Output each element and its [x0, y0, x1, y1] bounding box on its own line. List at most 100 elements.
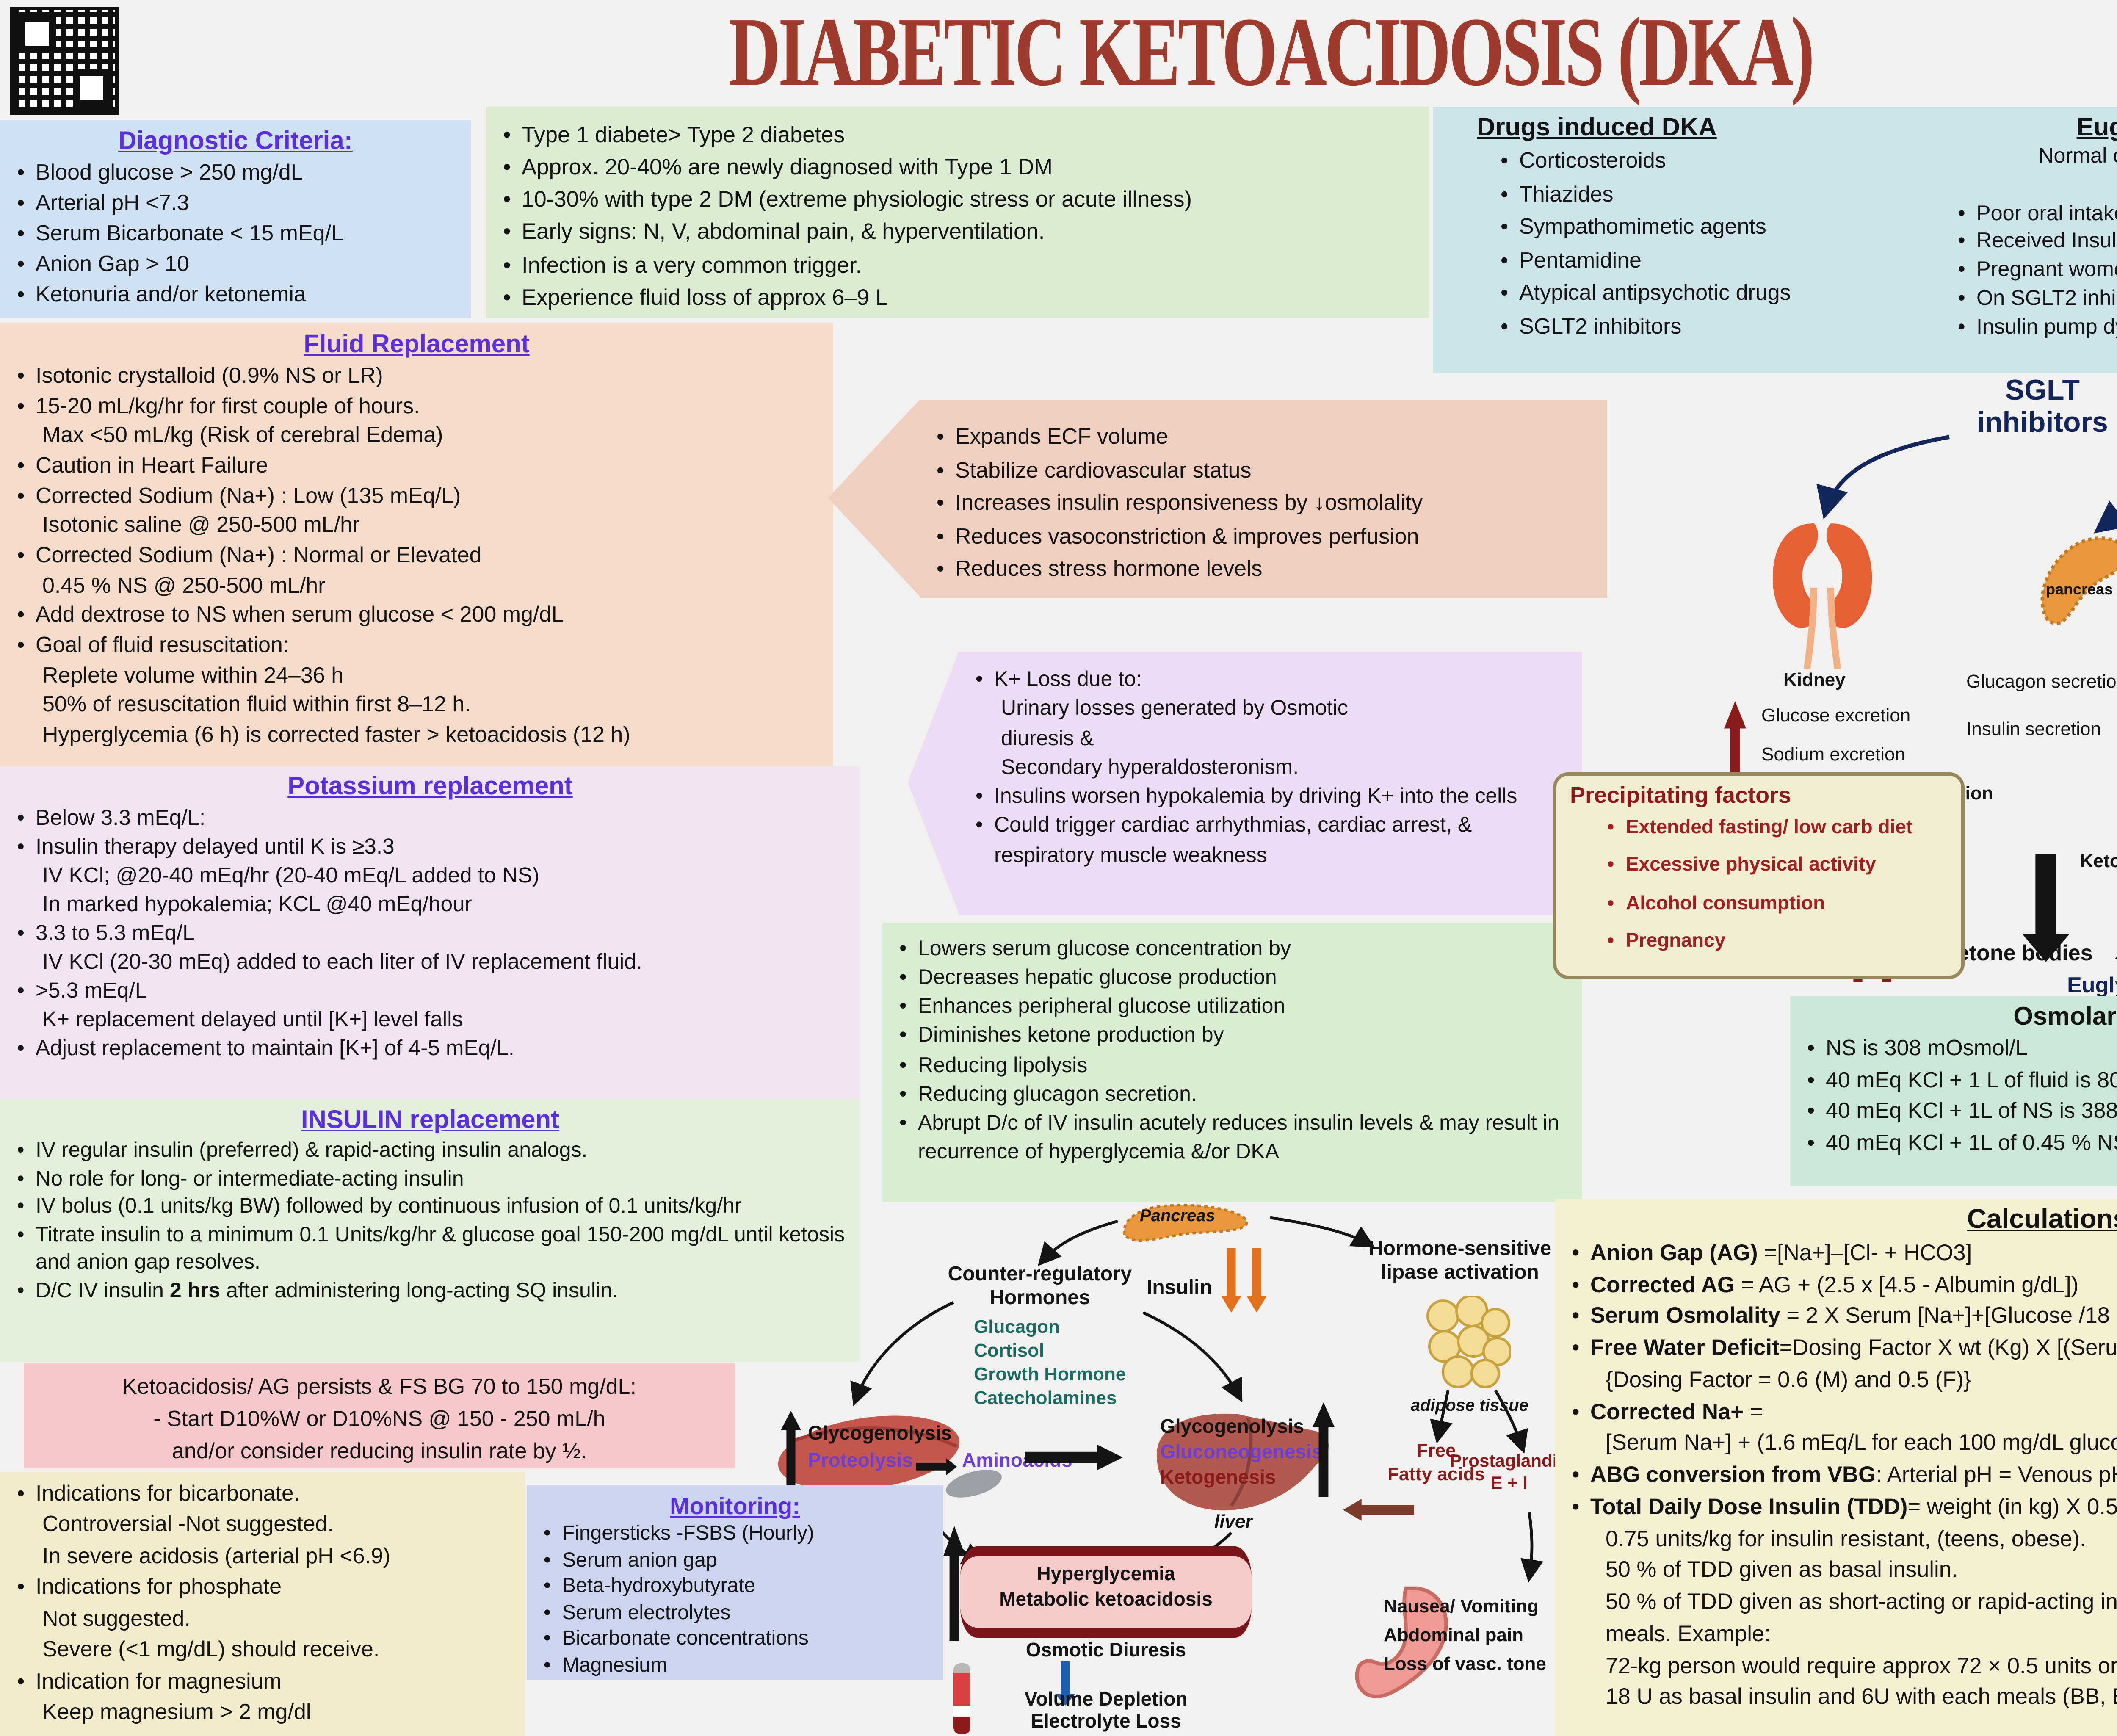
insulin-effects-list: Lowers serum glucose concentration byDec…: [896, 935, 1568, 1167]
monitoring-title: Monitoring:: [670, 1492, 800, 1519]
list-item: Corrected AG = AG + (2.5 x [4.5 - Albumi…: [1568, 1270, 2117, 1302]
list-item: 50% of resuscitation fluid within first …: [42, 691, 471, 717]
list-item: Excessive physical activity: [1604, 848, 1948, 886]
list-item: Magnesium: [540, 1653, 930, 1679]
potassium-loss-list: K+ Loss due to:Urinary losses generated …: [972, 666, 1568, 870]
list-item: Isotonic crystalloid (0.9% NS or LR): [14, 361, 820, 391]
liver-ketogenesis-label: Ketogenesis: [1160, 1468, 1276, 1489]
liver-illustration-sglt: [2114, 711, 2117, 823]
list-item: Severe (<1 mg/dL) should receive.: [42, 1636, 380, 1662]
hsl-line1: Hormone-sensitive: [1368, 1236, 1552, 1260]
list-item: Serum Osmolality = 2 X Serum [Na+]+[Gluc…: [1568, 1302, 2117, 1333]
sglt-title-line1: SGLT: [2005, 374, 2080, 406]
list-item: Alcohol consumption: [1604, 885, 1948, 924]
fluid-replacement-list: Isotonic crystalloid (0.9% NS or LR)15-2…: [14, 361, 820, 750]
insulin-label: Insulin: [1147, 1275, 1212, 1299]
kidney-label: Kidney: [1783, 671, 1846, 691]
stomach-illustration: [1355, 1586, 1448, 1699]
list-item: Glucagon: [974, 1318, 1060, 1338]
list-item: IV bolus (0.1 units/kg BW) followed by c…: [14, 1192, 847, 1220]
insulin-replacement-title: INSULIN replacement: [301, 1106, 560, 1135]
osmolarity-list: NS is 308 mOsmol/L40 mEq KCl + 1 L of fl…: [1804, 1033, 2117, 1159]
list-item: Thiazides: [1497, 177, 1927, 210]
proteolysis-label: Proteolysis: [808, 1451, 913, 1472]
list-item: Poor oral intake/ETOH use: [1954, 199, 2117, 228]
list-item: 18 U as basal insulin and 6U with each m…: [1606, 1684, 2117, 1710]
epidemiology-list: Type 1 diabete> Type 2 diabetesApprox. 2…: [500, 119, 1416, 313]
list-item: Expands ECF volume: [933, 420, 1594, 453]
list-item: Not suggested.: [42, 1605, 191, 1631]
list-item: Arterial pH <7.3: [14, 188, 457, 218]
list-item: Controversial -Not suggested.: [42, 1511, 334, 1537]
list-item: ABG conversion from VBG: Arterial pH = V…: [1568, 1460, 2117, 1492]
list-item: Decreases hepatic glucose production: [896, 964, 1568, 993]
insulin-double-down-arrow-1: [1221, 1248, 1241, 1313]
liver-label: liver: [1214, 1512, 1253, 1533]
drugs-induced-dka-box: Drugs induced DKA CorticosteroidsThiazid…: [1433, 107, 1941, 373]
list-item: Enhances peripheral glucose utilization: [896, 993, 1568, 1022]
list-item: Approx. 20-40% are newly diagnosed with …: [500, 151, 1416, 184]
list-item: 40 mEq KCl + 1L of NS is 388.: [1804, 1096, 2117, 1128]
list-item: {Dosing Factor = 0.6 (M) and 0.5 (F)}: [1606, 1366, 1971, 1392]
list-item: Ketonuria and/or ketonemia: [14, 279, 457, 310]
sglt-title-line2: inhibitors: [1977, 406, 2108, 438]
list-item: K+ Loss due to:: [972, 666, 1568, 695]
diagnostic-criteria-title: Diagnostic Criteria:: [118, 127, 353, 156]
ketogenesis-label-sglt: Ketogenesis: [2080, 852, 2117, 872]
monitoring-list: Fingersticks -FSBS (Hourly)Serum anion g…: [540, 1521, 930, 1679]
free-fatty-acids-label: Free Fatty acids: [1385, 1441, 1487, 1488]
list-item: Anion Gap (AG) =[Na+]–[Cl- + HCO3]: [1568, 1238, 2117, 1270]
insulin-replacement-list: IV regular insulin (preferred) & rapid-a…: [14, 1136, 847, 1304]
list-item: 10-30% with type 2 DM (extreme physiolog…: [500, 183, 1416, 216]
list-item: 40 mEq KCl + 1 L of fluid is 80.: [1804, 1064, 2117, 1096]
pancreas-illustration: [1123, 1204, 1248, 1242]
potassium-replacement-box: Potassium replacement Below 3.3 mEq/L:In…: [0, 766, 860, 1099]
muscle-glycogenolysis-label: Glycogenolysis: [808, 1424, 952, 1445]
insulin-effects-box: Lowers serum glucose concentration byDec…: [882, 923, 1582, 1202]
sodium-excretion-label: Sodium excretion: [1761, 745, 1905, 766]
list-item: 50 % of TDD given as basal insulin.: [1606, 1557, 1958, 1583]
list-item: Max <50 mL/kg (Risk of cerebral Edema): [42, 422, 443, 448]
list-item: No role for long- or intermediate-acting…: [14, 1164, 847, 1192]
fluid-benefits-arrow-box: Expands ECF volumeStabilize cardiovascul…: [828, 400, 1607, 598]
crh-line1: Counter-regulatory: [948, 1262, 1132, 1285]
list-item: Serum Bicarbonate < 15 mEq/L: [14, 218, 457, 249]
prostaglandin-label: Prostaglandin E + I: [1448, 1451, 1570, 1496]
glucose-excretion-label: Glucose excretion: [1761, 706, 1911, 727]
adipose-tissue-illustration: [1426, 1296, 1511, 1388]
counter-regulatory-title: Counter-regulatory Hormones: [931, 1262, 1148, 1310]
potassium-loss-arrow-box: K+ Loss due to:Urinary losses generated …: [908, 652, 1582, 915]
list-item: Secondary hyperaldosteronism.: [1001, 755, 1299, 779]
fluid-benefits-list: Expands ECF volumeStabilize cardiovascul…: [933, 420, 1594, 585]
list-item: Pentamidine: [1497, 243, 1927, 276]
calculations-list: Anion Gap (AG) =[Na+]–[Cl- + HCO3]Correc…: [1568, 1238, 2117, 1714]
list-item: IV regular insulin (preferred) & rapid-a…: [14, 1136, 847, 1164]
list-item: Keep magnesium > 2 mg/dl: [42, 1699, 311, 1725]
list-item: Growth Hormone: [974, 1365, 1126, 1385]
list-item: NS is 308 mOsmol/L: [1804, 1033, 2117, 1064]
bicarbonate-phosphate-magnesium-box: Indications for bicarbonate.Controversia…: [0, 1472, 525, 1736]
list-item: Serum anion gap: [540, 1547, 930, 1573]
page-title: DIABETIC KETOACIDOSIS (DKA): [0, 3, 2117, 102]
pg-line1: Prostaglandin: [1449, 1451, 1568, 1472]
insulin-double-down-arrow-2: [1246, 1248, 1267, 1313]
list-item: Atypical antipsychotic drugs: [1497, 276, 1927, 309]
pancreas-illustration-sglt: [2040, 536, 2117, 625]
potassium-replacement-list: Below 3.3 mEq/L:Insulin therapy delayed …: [14, 803, 847, 1062]
list-item: Catecholamines: [974, 1389, 1117, 1409]
pancreas-label-sglt: pancreas: [2046, 581, 2113, 598]
list-item: Extended fasting/ low carb diet: [1604, 810, 1948, 848]
glucagon-secretion-label: Glucagon secretion: [1966, 672, 2117, 693]
list-item: Pregnant women: [1954, 256, 2117, 285]
list-item: Beta-hydroxybutyrate: [540, 1574, 930, 1600]
list-item: Increases insulin responsiveness by ↓osm…: [933, 486, 1594, 519]
list-item: Isotonic saline @ 250-500 mL/hr: [42, 512, 360, 538]
hyperglycemia-label: Hyperglycemia: [1036, 1565, 1175, 1585]
fluid-replacement-box: Fluid Replacement Isotonic crystalloid (…: [0, 323, 833, 766]
list-item: Corticosteroids: [1497, 144, 1927, 177]
list-item: Bicarbonate concentrations: [540, 1627, 930, 1653]
list-item: 3.3 to 5.3 mEq/L: [14, 918, 847, 947]
list-item: Early signs: N, V, abdominal pain, & hyp…: [500, 216, 1416, 249]
volume-depletion-label: Volume Depletion: [1024, 1690, 1188, 1711]
risk-factors-list: Poor oral intake/ETOH useReceived Insuli…: [1954, 199, 2117, 341]
